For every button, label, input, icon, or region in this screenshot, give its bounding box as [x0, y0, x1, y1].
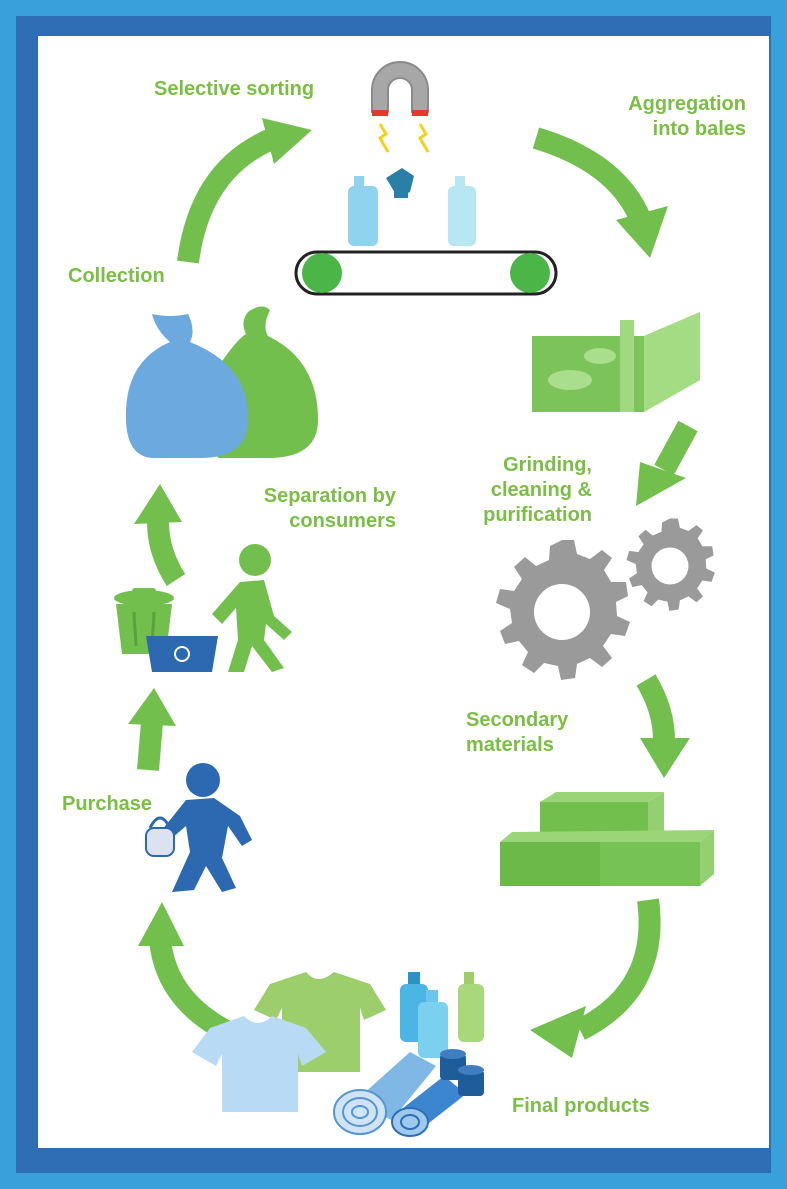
blue-tshirt-icon [192, 1016, 326, 1112]
step-label-aggregation: Aggregation into bales [628, 93, 746, 140]
step-label-secondary-materials: Secondary materials [466, 709, 569, 756]
arrow-grinding-to-secondary [636, 674, 690, 778]
arrow-separation-to-collection [134, 484, 186, 586]
arrow-sorting-to-aggregation [532, 127, 668, 258]
spray-bottle-icon [386, 168, 414, 198]
arrow-collection-to-sorting [177, 118, 312, 264]
gear-icon [626, 518, 715, 611]
step-label-collection: Collection [68, 265, 165, 287]
arrow-secondary-to-final [530, 898, 661, 1058]
bottle-icon [348, 176, 378, 246]
step-label-selective-sorting: Selective sorting [154, 78, 315, 100]
walking-person-icon [212, 544, 292, 672]
shopping-person-icon [162, 763, 252, 892]
step-label-grinding: Grinding, cleaning & purification [483, 454, 592, 526]
material-blocks-icon [500, 792, 714, 886]
step-label-separation: Separation by consumers [263, 485, 396, 532]
gear-icon [496, 540, 630, 680]
step-label-final-products: Final products [512, 1095, 650, 1117]
arrow-final-to-purchase [138, 902, 234, 1042]
bottle-icon [418, 990, 448, 1058]
fabric-rolls-icon [333, 1052, 466, 1137]
blue-recycle-box-icon [146, 636, 218, 672]
bales-icon [532, 312, 700, 412]
conveyor-belt-icon [294, 250, 558, 296]
spools-icon [440, 1049, 484, 1096]
step-label-purchase: Purchase [62, 793, 153, 815]
arrow-bales-to-grinding [636, 420, 698, 506]
shopping-basket-icon [145, 816, 175, 857]
blue-bag-icon [125, 314, 249, 458]
bottle-icon [458, 972, 484, 1042]
bottle-icon [448, 176, 476, 246]
arrow-purchase-to-separation [128, 688, 176, 771]
magnet-icon [371, 61, 430, 153]
